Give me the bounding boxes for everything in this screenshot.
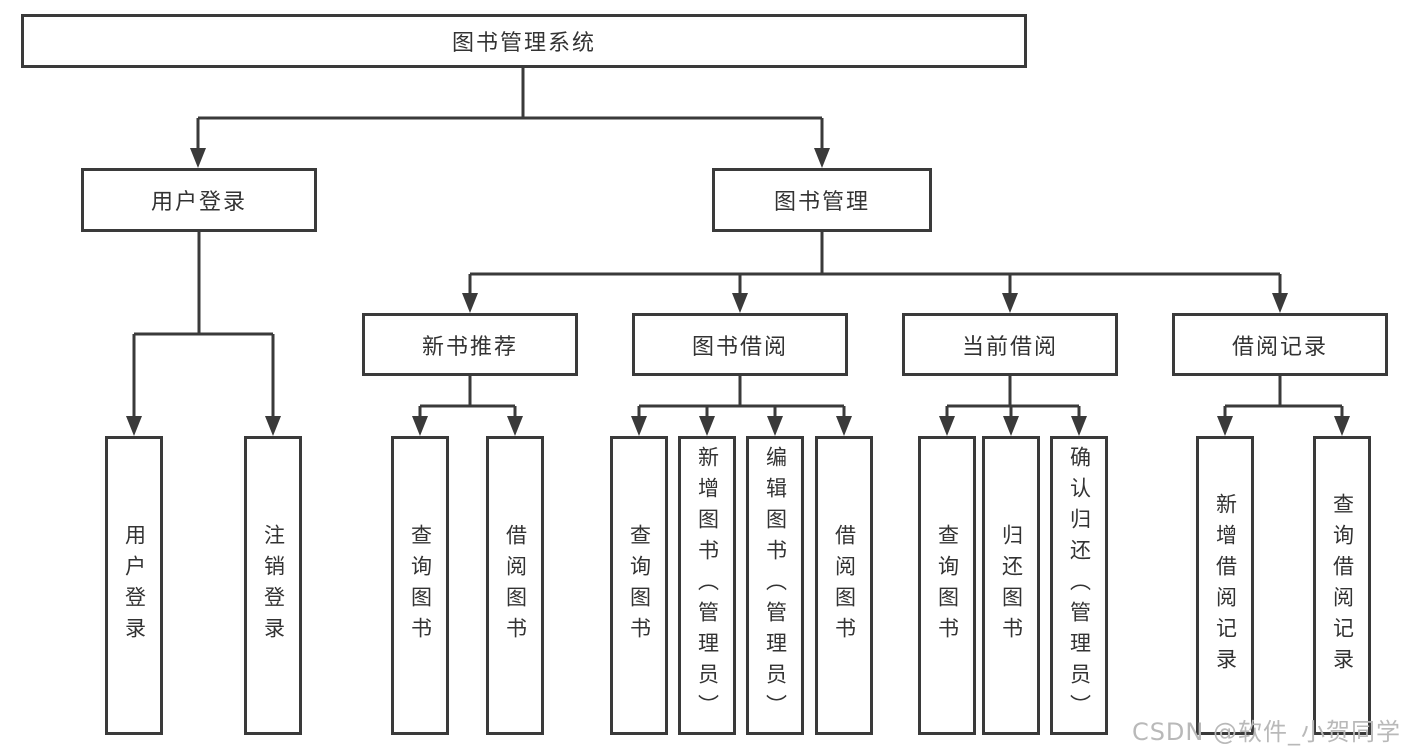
node-label: 图书借阅 — [691, 334, 788, 360]
arrowhead — [1002, 293, 1018, 313]
node-label: 查询借阅记录 — [1330, 492, 1355, 679]
connector-current-borrowing-children — [945, 376, 1081, 420]
node-leaf-query-books-current: 查询图书 — [918, 436, 976, 735]
node-leaf-query-books-recommend: 查询图书 — [391, 436, 449, 735]
node-label: 查询图书 — [627, 523, 652, 648]
arrowhead — [1272, 293, 1288, 313]
arrowhead — [412, 416, 428, 436]
arrowhead — [814, 148, 830, 168]
node-label: 图书管理系统 — [451, 31, 596, 56]
csdn-watermark: CSDN @软件_小贺同学 — [1131, 718, 1401, 746]
node-book-borrowing: 图书借阅 — [632, 313, 848, 376]
arrowhead — [265, 416, 281, 436]
arrowhead — [462, 293, 478, 313]
node-label: 新增借阅记录 — [1213, 492, 1238, 679]
arrowhead — [767, 416, 783, 436]
node-book-management: 图书管理 — [712, 168, 932, 232]
connector-new-book-recommend-children — [418, 376, 517, 420]
node-leaf-edit-book-admin: 编辑图书（管理员） — [746, 436, 804, 735]
node-leaf-logout: 注销登录 — [244, 436, 302, 735]
node-root-library-management-system: 图书管理系统 — [21, 14, 1027, 68]
node-current-borrowing: 当前借阅 — [902, 313, 1118, 376]
arrowhead — [939, 416, 955, 436]
arrowhead — [1334, 416, 1350, 436]
arrowhead — [732, 293, 748, 313]
arrowhead — [126, 416, 142, 436]
node-leaf-borrow-books-recommend: 借阅图书 — [486, 436, 544, 735]
connector-root-to-level2 — [196, 68, 824, 152]
node-label: 图书管理 — [773, 190, 870, 215]
arrowhead — [631, 416, 647, 436]
node-leaf-add-book-admin: 新增图书（管理员） — [678, 436, 736, 735]
connector-user-login-children — [132, 232, 275, 420]
arrowhead — [1003, 416, 1019, 436]
node-label: 借阅图书 — [503, 523, 528, 648]
node-user-login: 用户登录 — [81, 168, 317, 232]
connector-book-management-children — [468, 232, 1282, 297]
arrowhead — [1217, 416, 1233, 436]
arrowheads — [126, 148, 1350, 436]
node-label: 新增图书（管理员） — [695, 446, 720, 725]
node-label: 注销登录 — [261, 523, 286, 648]
node-label: 用户登录 — [150, 190, 247, 215]
node-label: 当前借阅 — [961, 334, 1058, 360]
arrowhead — [190, 148, 206, 168]
arrowhead — [699, 416, 715, 436]
node-new-book-recommend: 新书推荐 — [362, 313, 578, 376]
node-label: 借阅图书 — [832, 523, 857, 648]
node-label: 归还图书 — [999, 523, 1024, 648]
arrowhead — [1071, 416, 1087, 436]
node-leaf-user-login: 用户登录 — [105, 436, 163, 735]
node-label: 用户登录 — [122, 523, 147, 648]
arrowhead — [836, 416, 852, 436]
node-leaf-query-books-borrowing: 查询图书 — [610, 436, 668, 735]
node-label: 借阅记录 — [1231, 334, 1328, 360]
node-label: 新书推荐 — [421, 334, 518, 360]
node-leaf-return-books: 归还图书 — [982, 436, 1040, 735]
node-label: 编辑图书（管理员） — [763, 446, 788, 725]
connector-borrowing-records-children — [1223, 376, 1344, 420]
node-label: 查询图书 — [408, 523, 433, 648]
node-label: 确认归还（管理员） — [1067, 446, 1092, 725]
node-label: 查询图书 — [935, 523, 960, 648]
node-leaf-add-borrow-record: 新增借阅记录 — [1196, 436, 1254, 735]
node-leaf-borrow-books-borrowing: 借阅图书 — [815, 436, 873, 735]
connector-book-borrowing-children — [637, 376, 846, 420]
arrowhead — [507, 416, 523, 436]
node-leaf-query-borrow-record: 查询借阅记录 — [1313, 436, 1371, 735]
node-borrowing-records: 借阅记录 — [1172, 313, 1388, 376]
node-leaf-confirm-return-admin: 确认归还（管理员） — [1050, 436, 1108, 735]
